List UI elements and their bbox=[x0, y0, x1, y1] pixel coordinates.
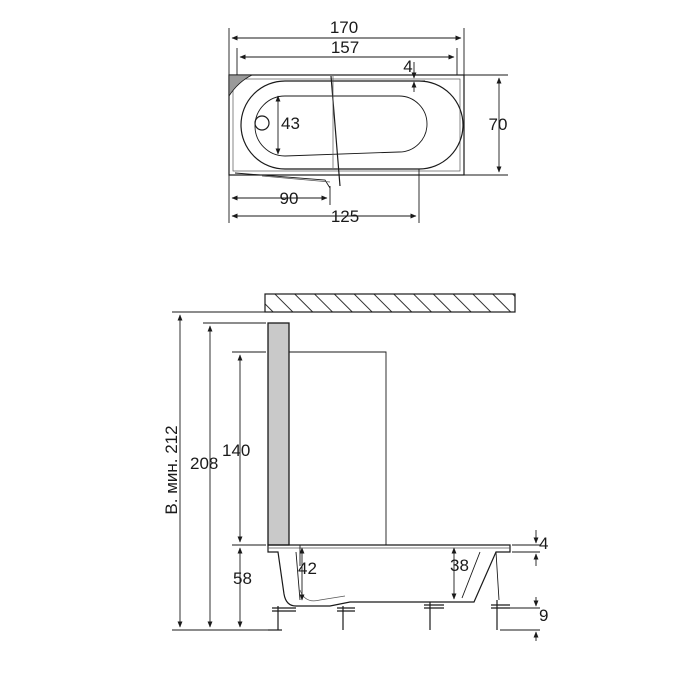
basin-inner bbox=[254, 95, 428, 157]
basin-outer bbox=[240, 80, 464, 170]
tub-legs bbox=[272, 551, 510, 630]
dim-tub-height: 58 bbox=[233, 569, 252, 588]
tub-outline-top bbox=[228, 74, 465, 176]
dim-basin-width: 43 bbox=[281, 114, 300, 133]
ceiling-hatch bbox=[264, 293, 516, 313]
dim-width: 70 bbox=[489, 115, 508, 134]
tub-rim-inner-top bbox=[232, 78, 461, 172]
dim-screen-top-height: 208 bbox=[190, 454, 218, 473]
dim-length-to-screen: 90 bbox=[280, 189, 299, 208]
dim-depth-left: 42 bbox=[298, 559, 317, 578]
screen-line-top bbox=[330, 75, 341, 187]
dim-rim-offset: 4 bbox=[403, 57, 412, 76]
drain-icon bbox=[254, 115, 270, 131]
corner-shelf bbox=[228, 74, 253, 98]
dim-rim-thickness: 4 bbox=[539, 534, 548, 553]
screen-open-outline bbox=[289, 351, 387, 545]
glass-screen bbox=[267, 322, 290, 546]
dim-length-to-bend: 125 bbox=[331, 207, 359, 226]
top-view: 170 157 4 70 43 90 125 bbox=[228, 18, 508, 226]
side-view: В. мин. 212 208 140 58 42 38 4 9 bbox=[162, 293, 548, 641]
tub-side-body bbox=[267, 544, 511, 607]
dim-inner-length: 157 bbox=[331, 38, 359, 57]
dim-screen-height: 140 bbox=[222, 441, 250, 460]
dim-overall-length: 170 bbox=[330, 18, 358, 37]
dim-depth-right: 38 bbox=[450, 556, 469, 575]
dim-leg-clearance: 9 bbox=[539, 606, 548, 625]
dim-min-height: В. мин. 212 bbox=[162, 425, 181, 514]
